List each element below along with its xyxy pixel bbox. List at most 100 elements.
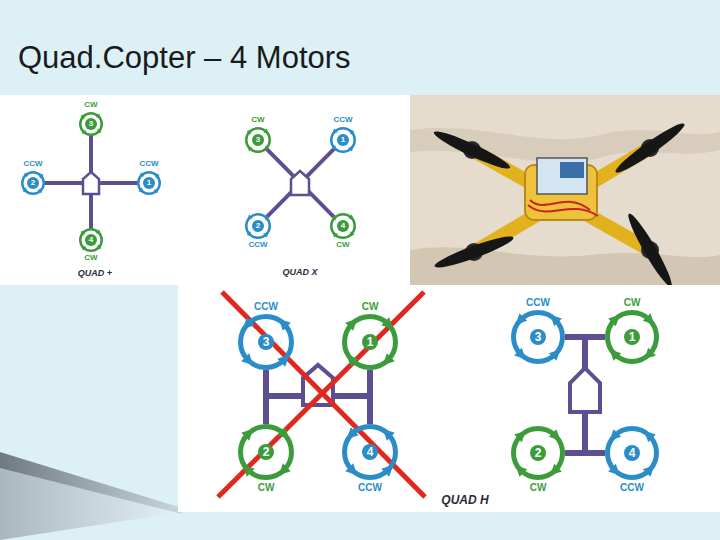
- wires: [528, 200, 598, 216]
- rotor-ring: [514, 429, 563, 478]
- motor-circle: CCW1: [330, 127, 356, 153]
- rotation-label: CCW: [620, 482, 644, 493]
- rotation-arrow: [96, 229, 101, 234]
- motor-circle: CW1: [342, 314, 398, 370]
- rotation-arrow: [247, 231, 253, 237]
- rotor-ring: [241, 427, 292, 478]
- rotation-arrow: [243, 465, 255, 477]
- rotation-arrow: [247, 146, 253, 152]
- rotation-arrow: [277, 427, 289, 439]
- quad-plus-panel: [0, 95, 210, 285]
- decor-swoosh: [0, 452, 182, 514]
- quad-h-panel: [178, 285, 720, 512]
- motor-number: 4: [362, 444, 378, 460]
- rotation-arrow: [549, 429, 560, 440]
- propeller: [432, 232, 515, 272]
- motor-circle: CW3: [245, 127, 271, 153]
- rotor-ring: [345, 427, 396, 478]
- frame-arm: [267, 149, 334, 217]
- motor-circle: CW3: [79, 112, 103, 136]
- flight-board: [537, 158, 587, 194]
- rotation-arrow: [263, 129, 269, 135]
- frame-arm: [267, 149, 334, 217]
- rotor-ring: [608, 313, 657, 362]
- rotation-arrow: [138, 188, 143, 193]
- rotation-label: CCW: [333, 116, 352, 125]
- rotor-ring: [22, 172, 44, 194]
- motor-circle: 4CW: [330, 213, 356, 239]
- rotation-arrow: [247, 129, 253, 135]
- motor-number: 2: [258, 444, 274, 460]
- propeller: [431, 127, 512, 173]
- frame-body: [291, 171, 309, 195]
- rotation-label: CCW: [139, 160, 158, 169]
- board-screen: [560, 162, 584, 178]
- rotation-arrow: [264, 145, 270, 151]
- motor-number: 3: [258, 334, 274, 350]
- motor-circle: CW1: [605, 310, 659, 364]
- motor-circle: 2CW: [511, 426, 565, 480]
- rotation-arrow: [348, 215, 354, 221]
- rotation-arrow: [241, 353, 253, 365]
- rotation-label: CCW: [23, 160, 42, 169]
- rotor-ring: [80, 113, 102, 135]
- rotation-arrow: [516, 465, 527, 476]
- rotor-ring: [331, 128, 355, 152]
- rotation-label: CW: [251, 116, 264, 125]
- motor-circle: 2CCW: [245, 213, 271, 239]
- propeller: [624, 211, 676, 285]
- rotation-arrow: [96, 113, 101, 118]
- quad-x-panel: [210, 95, 410, 285]
- rotation-arrow: [383, 353, 395, 365]
- frame-rail: [565, 450, 605, 456]
- rotation-arrow: [279, 463, 291, 475]
- motor-circle: 2CW: [238, 424, 294, 480]
- rotation-label: CCW: [254, 301, 278, 312]
- rotation-arrow: [347, 427, 359, 439]
- rotation-arrow: [243, 317, 255, 329]
- motor-circle: 4CCW: [342, 424, 398, 480]
- rotation-label: CW: [336, 241, 349, 250]
- rotor-ring: [246, 128, 270, 152]
- rotation-label: CCW: [358, 482, 382, 493]
- rotation-label: CCW: [526, 297, 550, 308]
- motor-circle: 4CCW: [605, 426, 659, 480]
- motor-number: 1: [624, 329, 640, 345]
- rotation-arrow: [349, 231, 355, 237]
- motor-circle: CCW1: [137, 171, 161, 195]
- rotation-arrow: [264, 215, 270, 221]
- motor-circle: CCW2: [21, 171, 45, 195]
- motor-number: 3: [252, 134, 264, 146]
- rotor-ring: [138, 172, 160, 194]
- rotation-arrow: [644, 348, 655, 359]
- rotation-arrow: [549, 349, 560, 360]
- rotor-ring: [80, 229, 102, 251]
- rotation-arrow: [96, 129, 101, 134]
- rotation-arrow: [38, 173, 43, 178]
- rotation-arrow: [80, 114, 85, 119]
- rotor-ring: [345, 317, 396, 368]
- rotation-arrow: [80, 230, 85, 235]
- red-cross-line: [218, 292, 424, 497]
- motor-number: 1: [143, 177, 155, 189]
- rotation-arrow: [383, 429, 395, 441]
- motor-number: 1: [337, 134, 349, 146]
- rotation-arrow: [332, 215, 338, 221]
- rotation-arrow: [610, 429, 621, 440]
- photo-ground: [410, 95, 720, 285]
- rotation-arrow: [610, 349, 621, 360]
- rotation-label: CW: [362, 301, 379, 312]
- rotation-arrow: [332, 145, 338, 151]
- motor-number: 1: [362, 334, 378, 350]
- rotation-label: CW: [258, 482, 275, 493]
- motor-circle: 4CW: [79, 228, 103, 252]
- motor-number: 2: [530, 445, 546, 461]
- rotation-arrow: [154, 188, 159, 193]
- quadcopter-photo: [410, 95, 720, 285]
- rotor-ring: [246, 214, 270, 238]
- rotor-ring: [331, 214, 355, 238]
- rotation-label: CW: [84, 254, 97, 263]
- frame-body: [83, 172, 99, 194]
- motor-number: 4: [85, 234, 97, 246]
- rotor-ring: [514, 313, 563, 362]
